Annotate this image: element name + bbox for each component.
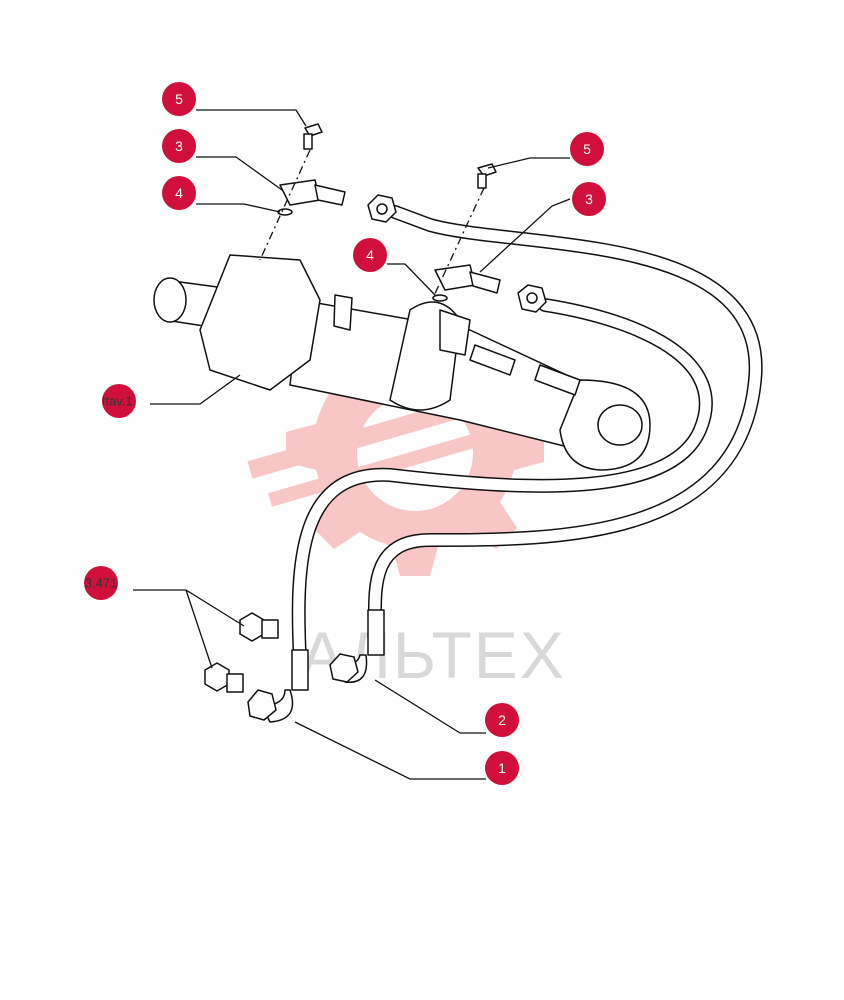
callout-1[interactable]: 1 — [485, 751, 519, 785]
callout-label: 1 — [498, 760, 506, 776]
reference-tav[interactable]: Itav.1. — [102, 384, 136, 418]
reference-3471[interactable]: 3.471 — [84, 566, 118, 600]
callout-label: 3 — [585, 191, 593, 207]
leader-lines — [133, 109, 571, 780]
adapter-part-upper — [239, 612, 279, 642]
callout-5-left[interactable]: 5 — [162, 82, 196, 116]
callout-label: 4 — [175, 185, 183, 201]
reference-3471-marker — [84, 566, 118, 600]
callout-3-left[interactable]: 3 — [162, 129, 196, 163]
callout-3-right[interactable]: 3 — [572, 182, 606, 216]
adapter-part-lower — [204, 662, 244, 693]
callout-4-right[interactable]: 4 — [353, 238, 387, 272]
oring-part-left — [277, 208, 293, 216]
reference-3471-label: 3.471 — [85, 576, 118, 591]
hose-fittings — [247, 194, 547, 723]
axis-line-right — [431, 187, 485, 301]
callout-label: 3 — [175, 138, 183, 154]
reference-tav-label: Itav.1. — [102, 394, 136, 409]
screw-part-left — [303, 123, 323, 150]
callout-label: 4 — [366, 247, 374, 263]
callout-4-left[interactable]: 4 — [162, 176, 196, 210]
axis-line-left — [259, 149, 311, 261]
callout-label: 5 — [175, 91, 183, 107]
reference-tav-marker — [102, 384, 136, 418]
screw-part-right — [477, 163, 497, 189]
callout-5-right[interactable]: 5 — [570, 132, 604, 166]
fitting-part-left — [279, 179, 346, 206]
hydraulic-cylinder — [153, 254, 651, 471]
callout-label: 2 — [498, 712, 506, 728]
callout-2[interactable]: 2 — [485, 703, 519, 737]
fitting-part-right — [434, 264, 501, 294]
hydraulic-hoses — [291, 205, 763, 667]
callout-label: 5 — [583, 141, 591, 157]
